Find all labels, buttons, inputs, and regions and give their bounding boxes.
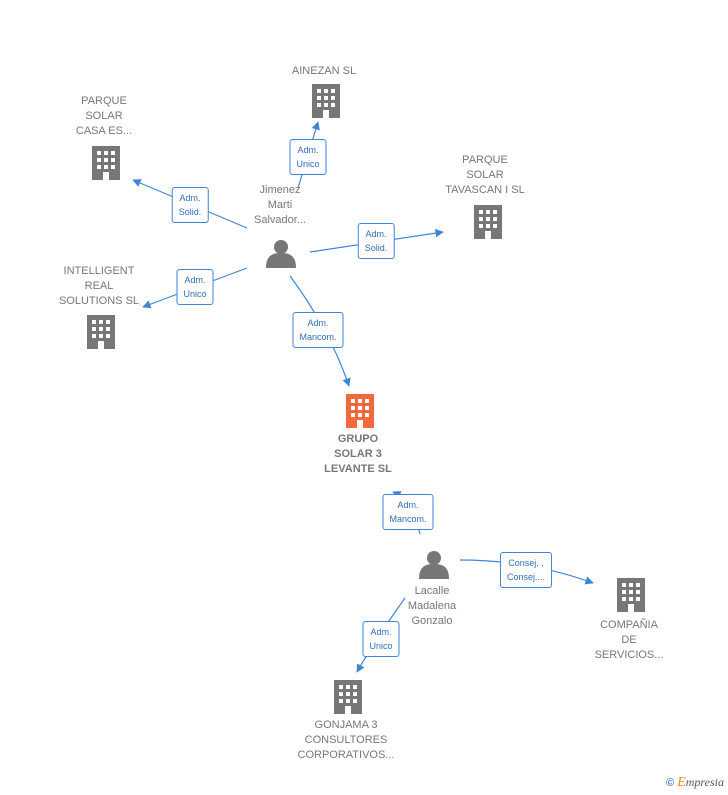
label-line: GRUPO xyxy=(337,433,379,445)
node-label-jimenez[interactable]: Jimenez Marti Salvador... xyxy=(210,183,350,228)
label-line: TAVASCAN I SL xyxy=(445,184,525,196)
label-line: PARQUE xyxy=(81,95,127,107)
node-label-parque-tavascan[interactable]: PARQUE SOLAR TAVASCAN I SL xyxy=(415,153,555,198)
building-icon[interactable] xyxy=(87,315,115,349)
edge-label-lacalle-gonjama: Adm. Unico xyxy=(362,621,400,657)
edge-label-line: Solid. xyxy=(364,243,388,253)
label-line: Salvador... xyxy=(254,214,306,226)
label-line: SOLAR xyxy=(466,169,504,181)
edge-label-line: Mancom. xyxy=(389,514,427,524)
edge-label-line: Adm. xyxy=(397,500,419,510)
label-line: SERVICIOS... xyxy=(594,649,664,661)
node-label-parque-casa[interactable]: PARQUE SOLAR CASA ES... xyxy=(34,94,174,139)
label-line: LEVANTE SL xyxy=(324,463,392,475)
building-icon[interactable] xyxy=(474,205,502,239)
label-line: Gonzalo xyxy=(411,615,453,627)
edge-label-jimenez-ainezan: Adm. Unico xyxy=(289,139,327,175)
building-icon[interactable] xyxy=(617,578,645,612)
label-line: DE xyxy=(621,634,637,646)
edge-label-jimenez-tavascan: Adm. Solid. xyxy=(357,223,395,259)
label-line: Jimenez xyxy=(259,184,301,196)
edge-label-line: Unico xyxy=(369,641,393,651)
edge-label-line: Adm. xyxy=(179,193,201,203)
person-icon[interactable] xyxy=(266,240,296,268)
copyright-icon: © xyxy=(666,777,675,789)
brand-logo-text: mpresia xyxy=(685,775,724,789)
node-label-grupo[interactable]: GRUPO SOLAR 3 LEVANTE SL xyxy=(288,432,428,477)
label-line: Lacalle xyxy=(414,585,450,597)
edge-label-line: Consej.... xyxy=(506,572,546,582)
label-line: REAL xyxy=(84,280,114,292)
label-line: SOLUTIONS SL xyxy=(58,295,140,307)
label-line: CONSULTORES xyxy=(304,734,388,746)
edge-label-jimenez-intelligent: Adm. Unico xyxy=(176,269,214,305)
node-label-compania[interactable]: COMPAÑIA DE SERVICIOS... xyxy=(559,618,699,663)
edge-label-line: Adm. xyxy=(297,145,319,155)
node-label-ainezan[interactable]: AINEZAN SL xyxy=(254,64,394,79)
edge-label-line: Adm. xyxy=(184,275,206,285)
edge-label-lacalle-compania: Consej. , Consej.... xyxy=(499,552,553,588)
label-line: GONJAMA 3 xyxy=(314,719,378,731)
building-icon[interactable] xyxy=(334,680,362,714)
edge-label-jimenez-grupo: Adm. Mancom. xyxy=(292,312,344,348)
edge-label-line: Solid. xyxy=(178,207,202,217)
edge-label-line: Mancom. xyxy=(299,332,337,342)
node-label-gonjama[interactable]: GONJAMA 3 CONSULTORES CORPORATIVOS... xyxy=(276,718,416,763)
label-line: CORPORATIVOS... xyxy=(297,749,395,761)
label-line: Madalena xyxy=(407,600,457,612)
label-line: Marti xyxy=(267,199,293,211)
building-icon[interactable] xyxy=(312,84,340,118)
label-line: SOLAR xyxy=(85,110,123,122)
label-line: SOLAR 3 xyxy=(334,448,382,460)
node-label-lacalle[interactable]: Lacalle Madalena Gonzalo xyxy=(362,584,502,629)
edge-label-line: Consej. , xyxy=(508,558,544,568)
edge-label-lacalle-grupo: Adm. Mancom. xyxy=(382,494,434,530)
label-line: PARQUE xyxy=(462,154,508,166)
edge-label-line: Adm. xyxy=(365,229,387,239)
label-line: INTELLIGENT xyxy=(63,265,135,277)
brand-logo-letter: E xyxy=(677,775,686,790)
building-icon[interactable] xyxy=(92,146,120,180)
node-label-intelligent[interactable]: INTELLIGENT REAL SOLUTIONS SL xyxy=(29,264,169,309)
edge-label-line: Adm. xyxy=(307,318,329,328)
edge-label-line: Unico xyxy=(183,289,207,299)
person-icon[interactable] xyxy=(419,551,449,579)
label-line: CASA ES... xyxy=(75,125,133,137)
brand-footer[interactable]: © Empresia xyxy=(666,775,724,791)
building-icon-main[interactable] xyxy=(346,394,374,428)
label-line: COMPAÑIA xyxy=(600,619,658,631)
edge-label-line: Adm. xyxy=(370,627,392,637)
label-line: AINEZAN SL xyxy=(291,65,357,77)
edge-label-line: Unico xyxy=(296,159,320,169)
edge-label-jimenez-parque-casa: Adm. Solid. xyxy=(171,187,209,223)
